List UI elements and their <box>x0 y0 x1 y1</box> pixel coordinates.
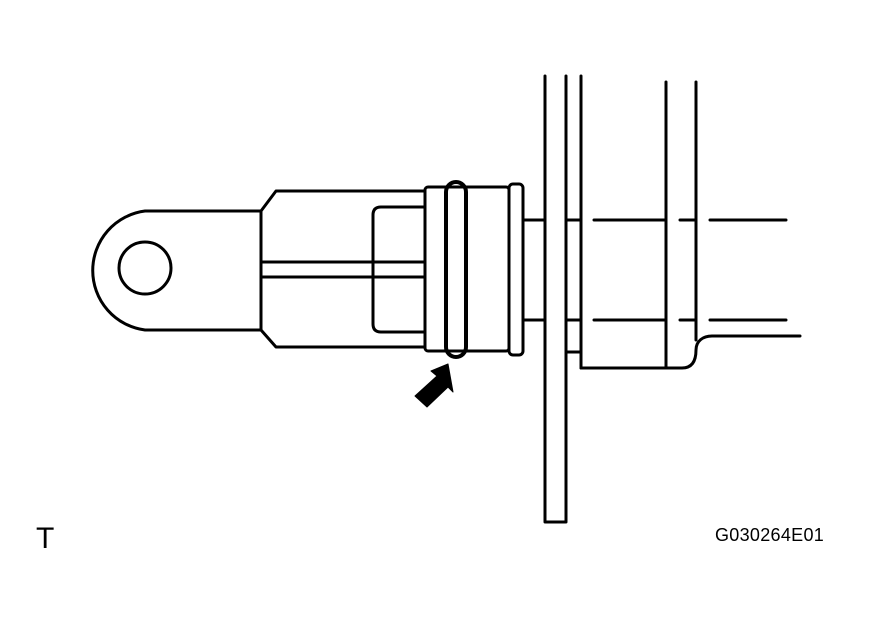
o-ring <box>444 180 468 359</box>
figure-code: G030264E01 <box>715 525 825 545</box>
plug-collar <box>423 182 525 357</box>
arrow-icon <box>414 363 454 408</box>
pipe-lines <box>522 218 788 322</box>
corner-mark: T <box>36 522 55 555</box>
terminal-hole <box>117 240 173 296</box>
eye-terminal <box>91 209 263 332</box>
plug-body <box>259 189 427 349</box>
bracket-panel <box>543 74 802 524</box>
